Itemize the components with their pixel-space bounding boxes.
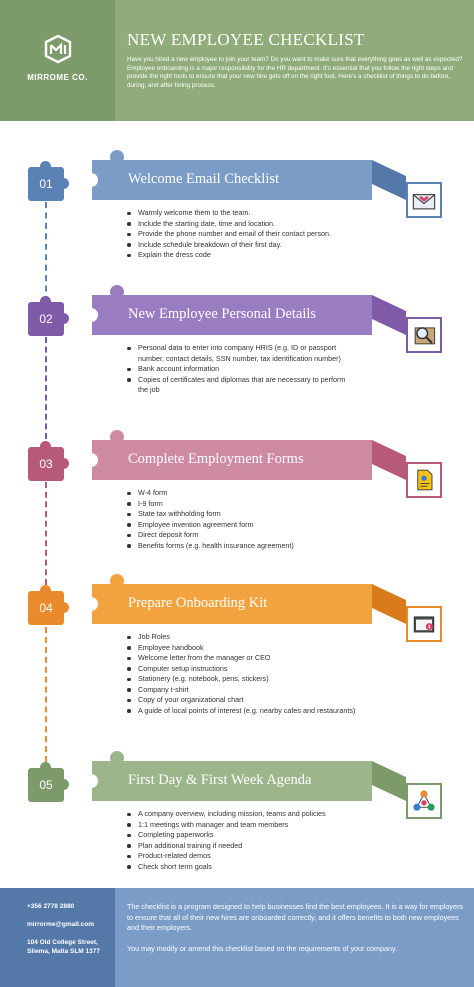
page-title: NEW EMPLOYEE CHECKLIST: [127, 30, 365, 49]
list-item: Computer setup instructions: [127, 664, 357, 675]
section-title: First Day & First Week Agenda: [128, 772, 312, 788]
folder-kit-icon: [406, 606, 442, 642]
intro-text: Have you hired a new employee to join yo…: [127, 56, 463, 89]
list-item: Provide the phone number and email of th…: [127, 229, 357, 240]
list-item: Benefits forms (e.g. health insurance ag…: [127, 541, 357, 552]
footer: +356 2778 2880 mirrorme@gmail.com 104 Ol…: [0, 888, 474, 987]
section-title: Welcome Email Checklist: [128, 171, 280, 187]
list-item: Personal data to enter into company HRIS…: [127, 343, 357, 364]
checklist: W-4 form I-9 form State tax withholding …: [127, 488, 357, 551]
list-item: Employee invention agreement form: [127, 520, 357, 531]
contact-email: mirrorme@gmail.com: [27, 921, 95, 928]
section-banner: Welcome Email Checklist: [84, 150, 372, 200]
header: MIRROME CO. NEW EMPLOYEE CHECKLIST Have …: [0, 0, 474, 121]
banner-fold: [372, 440, 406, 480]
document-form-icon: [406, 462, 442, 498]
checklist: Personal data to enter into company HRIS…: [127, 343, 357, 396]
list-item: A company overview, including mission, t…: [127, 809, 357, 820]
banner-fold: [372, 761, 406, 801]
section-banner: Complete Employment Forms: [84, 430, 372, 480]
timeline-connector: [45, 202, 47, 302]
step-number-badge: 01: [28, 161, 69, 201]
magnifier-folder-icon: [406, 317, 442, 353]
list-item: Direct deposit form: [127, 530, 357, 541]
contact-panel: +356 2778 2880 mirrorme@gmail.com 104 Ol…: [0, 888, 115, 987]
checklist: Job Roles Employee handbook Welcome lett…: [127, 632, 357, 716]
step-number-badge: 05: [28, 762, 69, 802]
list-item: 1:1 meetings with manager and team membe…: [127, 820, 357, 831]
list-item: Warmly welcome them to the team.: [127, 208, 357, 219]
company-logo-icon: [44, 34, 72, 64]
list-item: Check short term goals: [127, 862, 357, 873]
section-banner: New Employee Personal Details: [84, 285, 372, 335]
checklist: A company overview, including mission, t…: [127, 809, 357, 872]
step-number-badge: 04: [28, 585, 69, 625]
list-item: State tax withholding form: [127, 509, 357, 520]
footer-paragraph: The checklist is a program designed to h…: [127, 902, 463, 932]
list-item: Include schedule breakdown of their firs…: [127, 240, 357, 251]
email-heart-icon: [406, 182, 442, 218]
timeline-connector: [45, 627, 47, 762]
list-item: Employee handbook: [127, 643, 357, 654]
banner-fold: [372, 584, 406, 624]
list-item: Stationery (e.g. notebook, pens, sticker…: [127, 674, 357, 685]
list-item: Product-related demos: [127, 851, 357, 862]
company-name: MIRROME CO.: [27, 73, 88, 82]
timeline-connector: [45, 337, 47, 439]
list-item: Bank account information: [127, 364, 357, 375]
team-network-icon: [406, 783, 442, 819]
section-title: New Employee Personal Details: [128, 306, 317, 322]
section-title: Prepare Onboarding Kit: [128, 595, 268, 611]
list-item: Welcome letter from the manager or CEO: [127, 653, 357, 664]
section-title: Complete Employment Forms: [128, 451, 304, 467]
title-panel: NEW EMPLOYEE CHECKLIST Have you hired a …: [115, 0, 474, 121]
footer-notes: The checklist is a program designed to h…: [115, 888, 474, 987]
section-banner: First Day & First Week Agenda: [84, 751, 372, 801]
step-number-badge: 02: [28, 296, 69, 336]
contact-phone: +356 2778 2880: [27, 903, 75, 910]
list-item: Completing paperworks: [127, 830, 357, 841]
logo-panel: MIRROME CO.: [0, 0, 115, 121]
footer-paragraph: You may modify or amend this checklist b…: [127, 944, 398, 953]
contact-address: 104 Old College Street, Sliema, Malta SL…: [27, 939, 100, 955]
list-item: A guide of local points of interest (e.g…: [127, 706, 357, 717]
list-item: Explain the dress code: [127, 250, 357, 261]
list-item: W-4 form: [127, 488, 357, 499]
banner-fold: [372, 295, 406, 335]
step-number-badge: 03: [28, 441, 69, 481]
list-item: I-9 form: [127, 499, 357, 510]
list-item: Copy of your organizational chart: [127, 695, 357, 706]
list-item: Copies of certificates and diplomas that…: [127, 375, 357, 396]
checklist: Warmly welcome them to the team. Include…: [127, 208, 357, 261]
list-item: Plan additional training if needed: [127, 841, 357, 852]
list-item: Job Roles: [127, 632, 357, 643]
timeline-connector: [45, 482, 47, 585]
banner-fold: [372, 160, 406, 200]
list-item: Company t-shirt: [127, 685, 357, 696]
list-item: Include the starting date, time and loca…: [127, 219, 357, 230]
section-banner: Prepare Onboarding Kit: [84, 574, 372, 624]
